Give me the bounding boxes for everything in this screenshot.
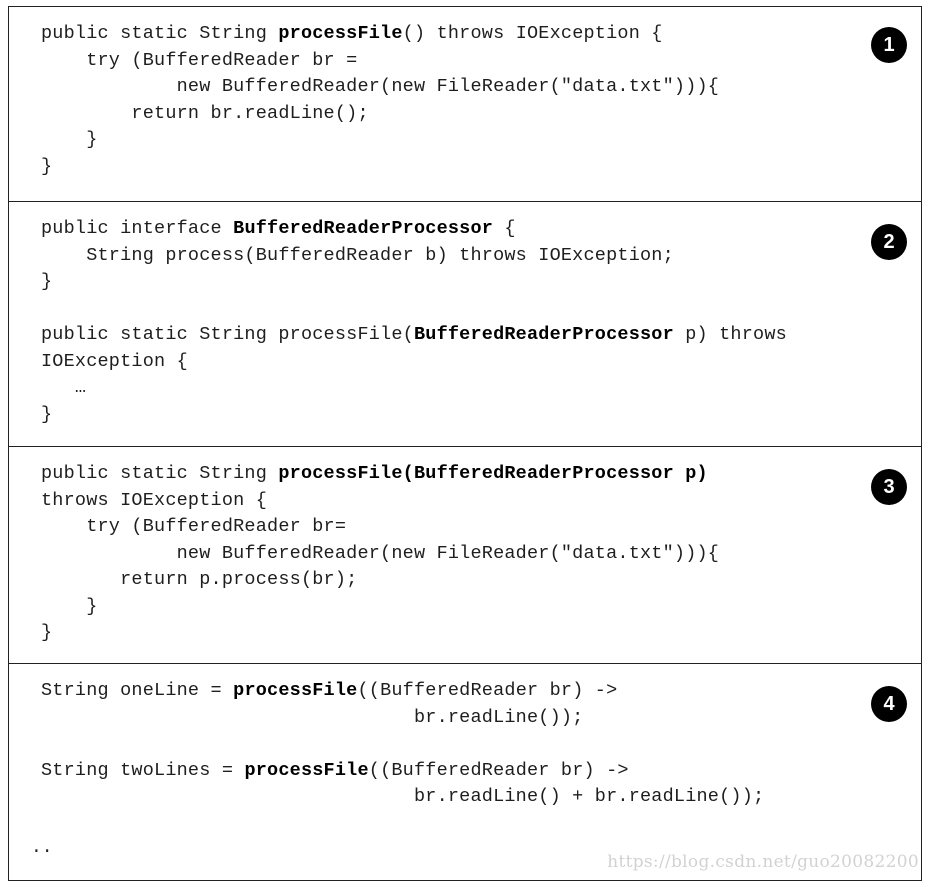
code-line: try (BufferedReader br = (41, 49, 358, 71)
code-line: IOException { (41, 350, 188, 372)
code-line: } (41, 271, 53, 292)
code-line: public static String processFile(Buffere… (41, 324, 787, 345)
code-line: public static String processFile(Buffere… (41, 463, 708, 484)
code-line: String twoLines = processFile((BufferedR… (41, 759, 629, 781)
code-line: String process(BufferedReader b) throws … (41, 244, 674, 266)
code-line: } (41, 595, 98, 617)
code-block-2: public interface BufferedReaderProcessor… (41, 216, 787, 428)
panel-3: public static String processFile(Buffere… (9, 447, 921, 664)
code-line: } (41, 155, 53, 177)
code-line: throws IOException { (41, 489, 268, 511)
code-line: public interface BufferedReaderProcessor… (41, 218, 516, 239)
step-badge-4: 4 (871, 686, 907, 722)
code-line: } (41, 129, 98, 150)
panel-1: public static String processFile() throw… (9, 7, 921, 202)
code-line: new BufferedReader(new FileReader("data.… (41, 76, 720, 97)
step-badge-1: 1 (871, 27, 907, 63)
code-line: return br.readLine(); (41, 102, 369, 124)
code-keyword-bold: processFile(BufferedReaderProcessor p) (278, 463, 708, 484)
panel-4: String oneLine = processFile((BufferedRe… (9, 664, 921, 880)
code-line: … (41, 377, 87, 398)
code-line: public static String processFile() throw… (41, 23, 663, 44)
step-badge-2: 2 (871, 224, 907, 260)
trailing-ellipsis: .. (31, 838, 53, 858)
code-figure: public static String processFile() throw… (8, 6, 922, 881)
step-badge-3: 3 (871, 469, 907, 505)
code-line: new BufferedReader(new FileReader("data.… (41, 542, 720, 564)
code-block-3: public static String processFile(Buffere… (41, 461, 719, 647)
code-line: try (BufferedReader br= (41, 516, 347, 537)
code-line (41, 296, 787, 323)
watermark-text: https://blog.csdn.net/guo20082200 (607, 852, 919, 872)
code-line: return p.process(br); (41, 569, 358, 590)
code-line: br.readLine() + br.readLine()); (41, 786, 765, 807)
code-line (41, 731, 764, 758)
code-keyword-bold: processFile (244, 759, 369, 781)
code-keyword-bold: processFile (233, 680, 358, 701)
code-line: br.readLine()); (41, 706, 584, 728)
code-block-1: public static String processFile() throw… (41, 21, 719, 180)
code-line: } (41, 622, 53, 643)
code-line: String oneLine = processFile((BufferedRe… (41, 680, 618, 701)
code-block-4: String oneLine = processFile((BufferedRe… (41, 678, 764, 811)
panel-2: public interface BufferedReaderProcessor… (9, 202, 921, 447)
code-keyword-bold: processFile (278, 23, 403, 44)
code-keyword-bold: BufferedReaderProcessor (413, 324, 674, 345)
code-line: } (41, 403, 53, 425)
code-keyword-bold: BufferedReaderProcessor (233, 218, 494, 239)
